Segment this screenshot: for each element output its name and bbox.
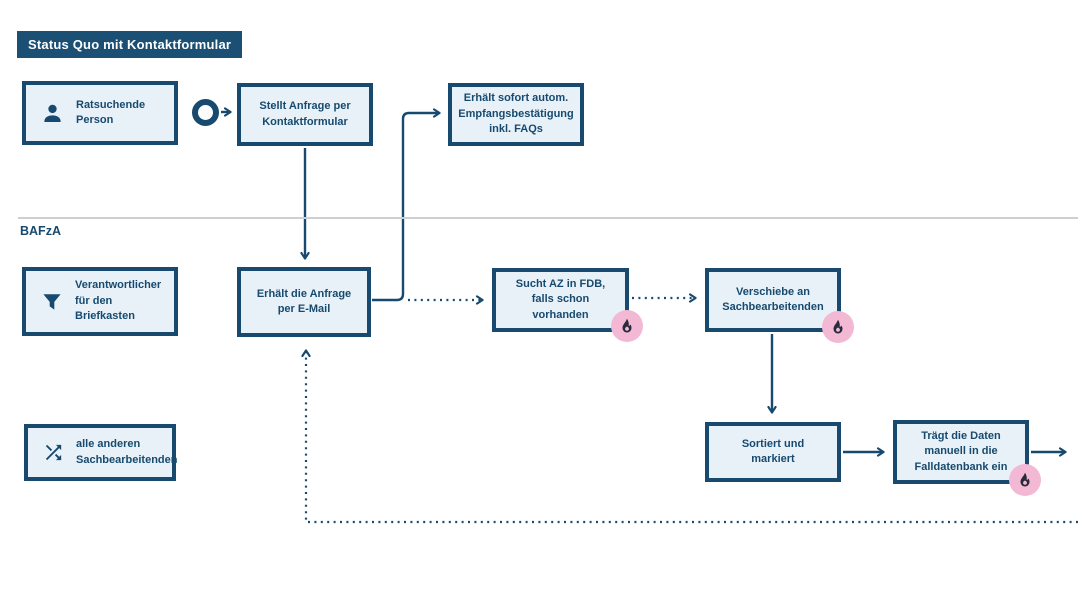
- lane-label-bafza: BAFzA: [20, 224, 61, 238]
- actor-label: Verantwortlicher für den Briefkasten: [75, 279, 162, 323]
- task-empfangsbestaetigung: Erhält sofort autom. Empfangsbestätigung…: [448, 83, 584, 146]
- lane-divider: [18, 217, 1078, 219]
- fire-icon: [829, 318, 847, 336]
- actor-label: alle anderen Sachbearbeitenden: [76, 438, 178, 466]
- task-label: Verschiebe an Sachbearbeitenden: [722, 285, 824, 313]
- task-sortiert-markiert: Sortiert und markiert: [705, 422, 841, 482]
- task-erhaelt-anfrage-email: Erhält die Anfrage per E-Mail: [237, 267, 371, 337]
- task-label: Erhält die Anfrage per E-Mail: [256, 287, 352, 315]
- pain-point-badge: [822, 311, 854, 343]
- task-label: Sortiert und markiert: [741, 437, 805, 465]
- task-label: Sucht AZ in FDB, falls schon vorhanden: [515, 277, 606, 321]
- actor-label: Ratsuchende Person: [76, 98, 146, 126]
- fire-icon: [618, 317, 636, 335]
- task-traegt-daten-falldatenbank: Trägt die Daten manuell in die Falldaten…: [893, 420, 1029, 484]
- diagram-title: Status Quo mit Kontaktformular: [17, 31, 243, 58]
- task-sucht-az-fdb: Sucht AZ in FDB, falls schon vorhanden: [492, 268, 629, 332]
- actor-ratsuchende-person: Ratsuchende Person: [22, 81, 178, 145]
- pain-point-badge: [611, 310, 643, 342]
- task-stellt-anfrage: Stellt Anfrage per Kontaktformular: [237, 83, 373, 146]
- shuffle-icon: [42, 441, 65, 464]
- filter-icon: [40, 290, 64, 314]
- task-verschiebe-sachbearbeitende: Verschiebe an Sachbearbeitenden: [705, 268, 841, 332]
- fire-icon: [1016, 471, 1034, 489]
- task-label: Erhält sofort autom. Empfangsbestätigung…: [458, 92, 574, 136]
- actor-alle-sachbearbeitenden: alle anderen Sachbearbeitenden: [24, 424, 178, 481]
- start-event-circle: [192, 99, 219, 126]
- task-label: Trägt die Daten manuell in die Falldaten…: [914, 429, 1008, 473]
- actor-verantwortlicher-briefkasten: Verantwortlicher für den Briefkasten: [22, 267, 178, 336]
- person-icon: [40, 101, 65, 126]
- pain-point-badge: [1009, 464, 1041, 496]
- task-label: Stellt Anfrage per Kontaktformular: [259, 100, 351, 128]
- flow-erhaelt-to-empfang: [372, 108, 441, 302]
